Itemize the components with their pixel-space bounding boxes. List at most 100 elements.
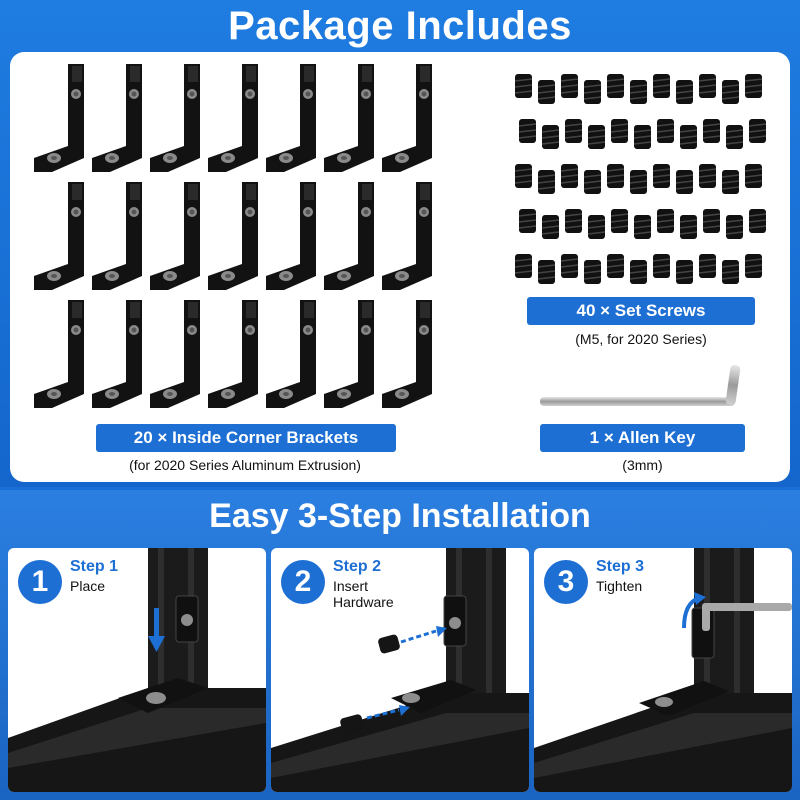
allen-key-image [540,365,741,406]
set-screw [721,170,740,194]
set-screw [560,164,579,188]
set-screw [518,209,537,233]
step-3-title: Step 3 [596,558,645,575]
corner-bracket [208,300,258,408]
installation-title: Easy 3-Step Installation [209,497,591,535]
set-screw [656,209,675,233]
corner-bracket [208,64,258,172]
step-3-illustration [534,548,792,792]
allen-key-note: (3mm) [622,457,663,473]
brackets-label: 20 × Inside Corner Brackets [96,424,396,452]
set-screw [537,260,556,284]
screws-image [515,74,767,284]
corner-bracket [382,64,432,172]
set-screw [675,80,694,104]
set-screw [606,254,625,278]
set-screw [656,119,675,143]
set-screw [748,119,767,143]
set-screw [698,254,717,278]
corner-bracket [382,300,432,408]
brackets-note: (for 2020 Series Aluminum Extrusion) [129,457,361,473]
set-screw [744,254,763,278]
set-screw [652,164,671,188]
corner-bracket [382,182,432,290]
set-screw [606,74,625,98]
set-screw [725,215,744,239]
package-title: Package Includes [228,4,572,48]
corner-bracket [92,300,142,408]
set-screw [679,215,698,239]
set-screw [702,119,721,143]
set-screw [744,164,763,188]
set-screw [518,119,537,143]
set-screw [537,170,556,194]
corner-bracket [324,182,374,290]
set-screw [721,260,740,284]
set-screw [610,119,629,143]
screws-label: 40 × Set Screws [527,297,755,325]
allen-key-label: 1 × Allen Key [540,424,745,452]
set-screw [564,209,583,233]
step-2-panel: 2 Step 2 Insert Hardware [271,548,529,792]
set-screw [610,209,629,233]
set-screw [629,170,648,194]
set-screw [515,74,533,98]
corner-bracket [150,182,200,290]
set-screw [583,170,602,194]
step-2-number: 2 [281,560,325,604]
corner-bracket [266,64,316,172]
corner-bracket [324,300,374,408]
corner-bracket [92,64,142,172]
set-screw [560,74,579,98]
set-screw [583,80,602,104]
set-screw [675,260,694,284]
corner-bracket [150,300,200,408]
step-1-number: 1 [18,560,62,604]
set-screw [744,74,763,98]
set-screw [606,164,625,188]
step-1-title: Step 1 [70,558,119,575]
corner-bracket [34,64,84,172]
corner-bracket [150,64,200,172]
set-screw [748,209,767,233]
step-3-panel: 3 Step 3 Tighten [534,548,792,792]
set-screw [702,209,721,233]
step-1-desc: Place [70,578,106,594]
set-screw [541,125,560,149]
set-screw [698,74,717,98]
set-screw [515,254,533,278]
step-2-desc: Insert Hardware [333,578,394,610]
corner-bracket [266,300,316,408]
set-screw [564,119,583,143]
package-card: 40 × Set Screws (M5, for 2020 Series) 1 … [10,52,790,482]
set-screw [537,80,556,104]
corner-bracket [34,182,84,290]
set-screw [515,164,533,188]
set-screw [652,254,671,278]
set-screw [629,260,648,284]
step-2-title: Step 2 [333,558,382,575]
set-screw [698,164,717,188]
set-screw [587,215,606,239]
set-screw [725,125,744,149]
set-screw [633,125,652,149]
step-1-panel: 1 Step 1 Place [8,548,266,792]
corner-bracket [92,182,142,290]
set-screw [633,215,652,239]
corner-bracket [34,300,84,408]
set-screw [629,80,648,104]
screws-note: (M5, for 2020 Series) [575,331,707,347]
corner-bracket [324,64,374,172]
step-1-illustration [8,548,266,792]
set-screw [583,260,602,284]
set-screw [541,215,560,239]
set-screw [679,125,698,149]
set-screw [675,170,694,194]
set-screw [721,80,740,104]
corner-bracket [266,182,316,290]
corner-bracket [208,182,258,290]
set-screw [652,74,671,98]
set-screw [587,125,606,149]
set-screw [560,254,579,278]
step-2-illustration [271,548,529,792]
